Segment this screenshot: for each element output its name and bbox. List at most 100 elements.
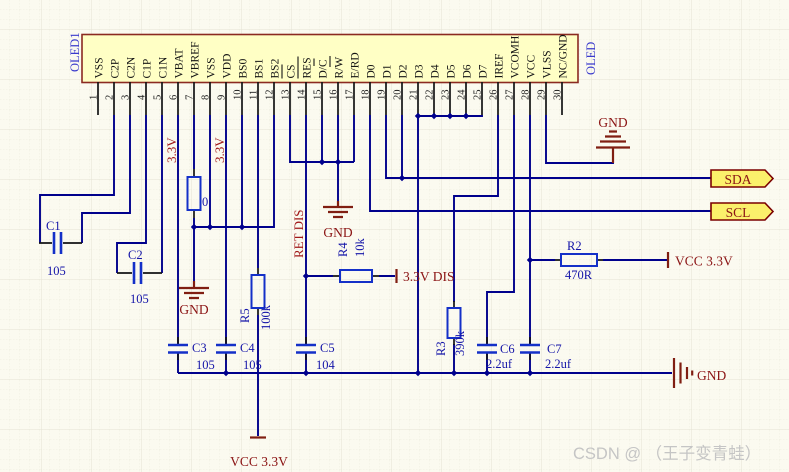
wires — [39, 115, 711, 436]
pin-number: 12 — [265, 90, 276, 101]
gnd-symbol-earth-topright[interactable]: GND — [596, 115, 630, 163]
resistor-r5[interactable]: R5 100k — [238, 274, 273, 330]
capacitor-c5[interactable]: C5 104 — [296, 341, 336, 372]
pin-name: D2 — [398, 64, 410, 78]
dis33-port[interactable]: 3.3V DIS — [395, 269, 455, 284]
port-shape — [710, 202, 775, 221]
pin-number: 9 — [217, 95, 228, 100]
pin-number: 30 — [553, 90, 564, 101]
gnd-label: GND — [697, 368, 726, 383]
pin-name: VSS — [94, 57, 106, 78]
gnd-symbol-left[interactable]: GND — [179, 281, 209, 317]
vcc33-port-bottom[interactable]: VCC 3.3V — [230, 436, 288, 470]
pin-name: D5 — [446, 64, 458, 78]
vcc33-port-right[interactable]: VCC 3.3V — [666, 252, 733, 269]
cap-value: 105 — [130, 292, 149, 306]
pin-number: 22 — [425, 90, 436, 101]
pin-name: D4 — [430, 64, 442, 78]
wire-sda[interactable] — [385, 115, 711, 179]
pin-name: VBAT — [174, 48, 186, 78]
component-pins: 1VSS2C2P3C2N4C1P5C1N6VBAT7VBREF8VSS9VDD1… — [89, 34, 570, 115]
cap-ref: C4 — [240, 341, 255, 355]
wire-iref-r3[interactable] — [453, 115, 499, 373]
junction-dot — [414, 369, 422, 377]
pin-name: VSS — [206, 57, 218, 78]
power-ground-icon — [672, 358, 694, 388]
pin-name: VBREF — [190, 41, 202, 78]
port-label: SCL — [726, 205, 751, 220]
pin-number: 25 — [473, 90, 484, 101]
earth-ground-icon — [596, 130, 630, 163]
net-label-ret-dis[interactable]: RET DIS — [291, 209, 306, 258]
junction-dot — [446, 112, 454, 120]
capacitor-c1[interactable]: C1 105 — [46, 219, 66, 278]
resistor-value: 390k — [453, 330, 467, 356]
capacitor-c6[interactable]: C6 2.2uf — [477, 342, 515, 371]
pin-name: C2P — [110, 59, 122, 79]
wire-c1p-c2-left[interactable] — [116, 115, 147, 273]
dis33-label: 3.3V DIS — [403, 269, 455, 284]
pin-name: VCC — [526, 55, 538, 79]
resistor-r4[interactable]: R4 10k — [336, 238, 373, 283]
wire-c2n-c1-right[interactable] — [81, 115, 131, 243]
cap-ref: C5 — [320, 341, 335, 355]
resistor-r2[interactable]: R2 470R — [560, 239, 598, 282]
wire-cs-dc-rw-erd[interactable] — [289, 115, 355, 201]
cap-value: 105 — [47, 264, 66, 278]
resistor-r0[interactable]: 0 — [186, 176, 209, 211]
pin-name: D1 — [382, 64, 394, 78]
pin-name: CS — [286, 64, 298, 78]
wire-vcc-c7-r2[interactable] — [529, 115, 667, 373]
pin-number: 7 — [185, 95, 196, 100]
resistor-value: 100k — [259, 304, 273, 330]
gnd-label: GND — [598, 115, 627, 130]
pin-number: 5 — [153, 95, 164, 100]
pin-name: IREF — [494, 54, 506, 79]
vcc-label: VCC 3.3V — [230, 454, 288, 469]
pin-name: NC/GND — [558, 34, 570, 78]
gnd-port-rail-end[interactable]: GND — [672, 358, 726, 388]
pin-name: VCOMH — [510, 36, 522, 79]
junction-dot — [526, 256, 534, 264]
resistor-r3[interactable]: R3 390k — [434, 307, 467, 356]
port-label: SDA — [724, 172, 751, 187]
pin-number: 3 — [121, 95, 132, 100]
resistor-ref: R4 — [336, 242, 350, 257]
capacitor-c2[interactable]: C2 105 — [128, 248, 149, 306]
port-scl[interactable]: SCL — [710, 202, 775, 221]
cap-ref: C2 — [128, 248, 143, 262]
wire-c2p-c1-left[interactable] — [39, 115, 115, 243]
pin-number: 21 — [409, 90, 420, 101]
pin-name: C2N — [126, 56, 138, 78]
capacitor-c4[interactable]: C4 105 — [216, 341, 262, 372]
resistor-symbol — [560, 253, 598, 267]
pin-label-overlines — [281, 56, 331, 79]
pin-name: C1P — [142, 59, 154, 79]
resistor-value: 0 — [202, 195, 208, 209]
pin-number: 16 — [329, 90, 340, 101]
capacitor-symbol — [132, 262, 143, 284]
pin-name: RES — [302, 57, 314, 78]
pin-name: VLSS — [542, 50, 554, 78]
net-label-3v3-vbat[interactable]: 3.3V — [164, 137, 179, 163]
wire-res-net[interactable] — [305, 115, 395, 373]
wire-scl[interactable] — [369, 115, 711, 212]
capacitor-c7[interactable]: C7 2.2uf — [520, 342, 572, 371]
gnd-symbol-mid[interactable]: GND — [323, 201, 353, 240]
capacitor-c3[interactable]: C3 105 — [168, 341, 215, 372]
oled-module: OLED1 OLED 1VSS2C2P3C2N4C1P5C1N6VBAT7VBR… — [68, 32, 598, 115]
junction-dot — [206, 223, 214, 231]
pin-number: 20 — [393, 90, 404, 101]
net-label-3v3-vdd[interactable]: 3.3V — [212, 137, 227, 163]
wire-gnd-bus[interactable] — [193, 115, 275, 281]
pin-number: 15 — [313, 90, 324, 101]
port-sda[interactable]: SDA — [710, 169, 775, 188]
junction-dot — [398, 174, 406, 182]
capacitor-symbol — [216, 343, 236, 354]
junction-dot — [462, 112, 470, 120]
pin-name: C1N — [158, 56, 170, 78]
pin-number: 28 — [521, 90, 532, 101]
pin-number: 29 — [537, 90, 548, 101]
pin-name: VDD — [222, 54, 234, 79]
